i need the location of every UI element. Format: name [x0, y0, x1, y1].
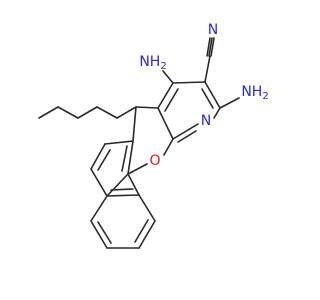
bond-skeleton	[38, 37, 240, 249]
bond-c7-c6a	[132, 106, 137, 142]
bond-c7a-c8	[157, 82, 174, 109]
bond-c9-c10-inner	[201, 88, 214, 109]
atom-labels: NH2 NH2 N N O	[139, 22, 268, 169]
amino-top-label: NH2	[139, 54, 166, 72]
bond-c12c-c12b	[127, 173, 140, 196]
bond-c4-c3-inner	[97, 221, 112, 244]
bond-c12c-c4a-inner	[110, 188, 134, 191]
bond-n11-c12a	[172, 123, 199, 140]
amino-right-label: NH2	[241, 84, 268, 102]
bond-c2-c1-inner	[134, 219, 149, 243]
bond-c9-c10	[204, 81, 221, 109]
bond-c7-c7a	[135, 106, 159, 109]
bond-chain-3	[77, 106, 98, 119]
bond-cn-triple-a	[206, 37, 211, 57]
bond-c12b-c6a-inner	[121, 145, 128, 172]
nitrile-n-label: N	[208, 22, 218, 38]
bond-n11-c12a-inner	[177, 130, 197, 143]
bond-c4-c3	[90, 220, 108, 249]
bond-c9-cn	[204, 55, 211, 83]
bond-c6-c5	[90, 143, 106, 170]
pyridine-n-label: N	[201, 113, 211, 129]
bond-c6a-c6	[104, 140, 134, 145]
bond-c4a-c12c	[106, 173, 129, 197]
bond-chain-4	[96, 106, 118, 119]
molecule-structure: NH2 NH2 N N O	[38, 22, 269, 249]
bond-cn-triple-b	[210, 37, 215, 57]
bond-c12a-o	[163, 138, 174, 156]
bond-c10-nh2	[219, 97, 240, 109]
bond-cn-triple-c	[208, 37, 213, 57]
bond-c8-nh2	[162, 70, 174, 84]
bond-c6-c5-inner	[97, 149, 111, 171]
bond-c7a-c8-inner	[164, 88, 179, 112]
bond-c8-c9	[172, 81, 206, 84]
bond-c12c-c4a	[106, 194, 140, 197]
bond-c2-c1	[138, 220, 156, 249]
bond-c7a-c12a	[157, 107, 174, 140]
bond-c10-n11	[213, 107, 221, 119]
bond-c12b-c6a	[127, 140, 134, 175]
bond-chain-1	[38, 106, 59, 119]
bond-chain-2	[57, 106, 79, 119]
bond-c1-c12c	[138, 194, 156, 222]
bond-o-c12b	[127, 163, 148, 175]
bond-c5-c4a	[90, 168, 108, 197]
ring-o-label: O	[149, 153, 160, 169]
bond-chain-5	[116, 106, 137, 119]
bond-c4a-c4	[90, 195, 108, 222]
